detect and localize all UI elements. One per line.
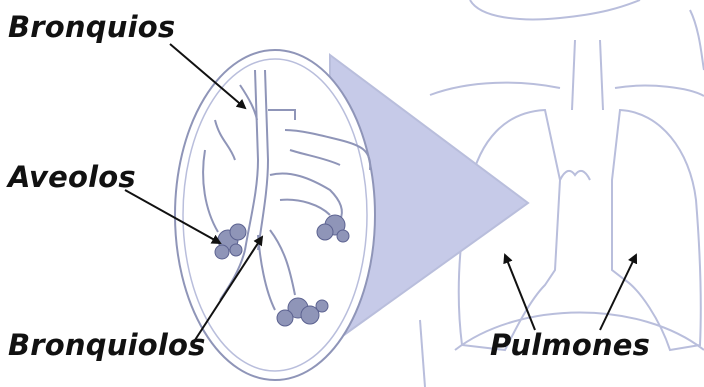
right-lung-outline [612,110,701,350]
arrow-pulmones-right [600,255,636,330]
label-bronquios: Bronquios [8,10,175,44]
label-pulmones: Pulmones [490,328,650,362]
label-aveolos: Aveolos [8,160,136,194]
label-bronquiolos: Bronquiolos [8,328,206,362]
